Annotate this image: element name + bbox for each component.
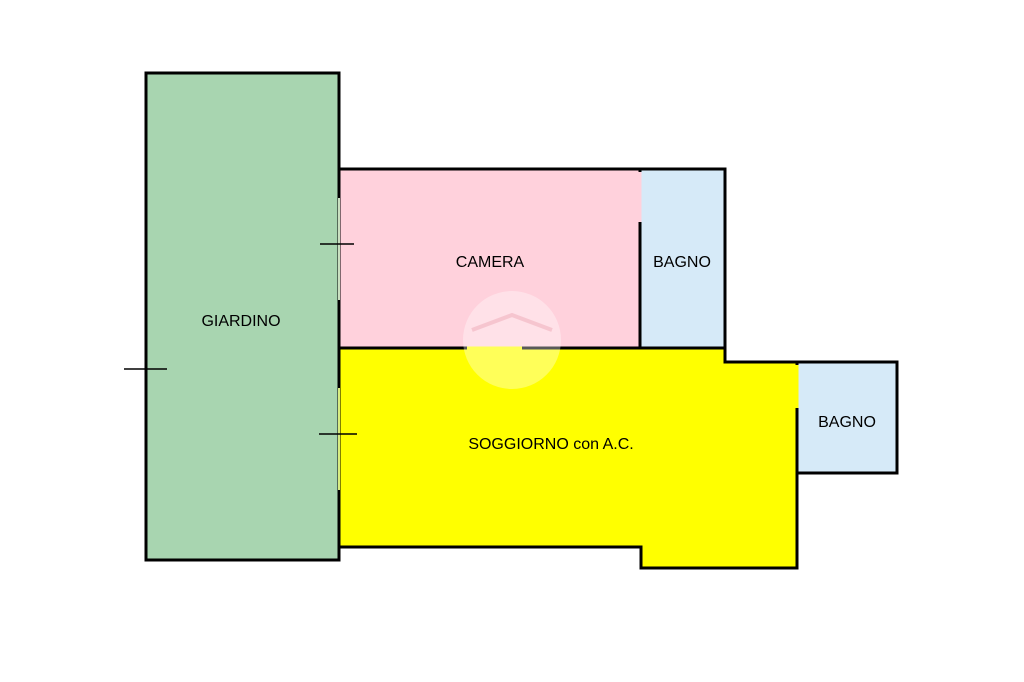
- camera-label: CAMERA: [456, 254, 525, 271]
- camera-area: [337, 167, 642, 350]
- bagno-right-area: [795, 360, 899, 475]
- soggiorno-label: SOGGIORNO con A.C.: [468, 436, 633, 453]
- bagno-right-label: BAGNO: [818, 414, 876, 431]
- home-logo-watermark: [463, 291, 561, 389]
- giardino-area: [144, 71, 341, 562]
- giardino-label: GIARDINO: [201, 313, 280, 330]
- bagno-top-label: BAGNO: [653, 254, 711, 271]
- soggiorno-area: [337, 346, 799, 570]
